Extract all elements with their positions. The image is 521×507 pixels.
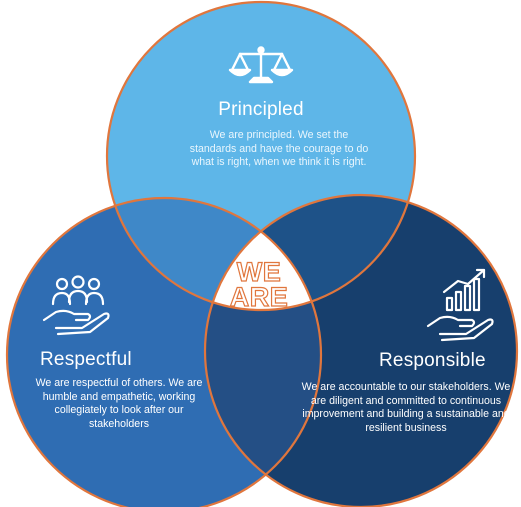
principled-outline	[105, 0, 417, 312]
principled-title: Principled	[218, 99, 304, 120]
growth-chart-in-hand-icon	[426, 268, 494, 342]
responsible-title: Responsible	[379, 350, 486, 371]
scales-icon	[228, 46, 294, 84]
principled-description: We are principled. We set the standards …	[189, 129, 369, 169]
responsible-description: We are accountable to our stakeholders. …	[301, 381, 511, 434]
responsible-outline	[203, 193, 519, 507]
respectful-title: Respectful	[40, 349, 132, 370]
people-in-hand-icon	[42, 275, 110, 336]
we-are-label: WE ARE	[229, 257, 289, 312]
center-intersection	[205, 198, 321, 310]
respectful-outline	[5, 196, 323, 507]
we-are-line2: ARE	[229, 282, 289, 312]
we-are-line1: WE	[236, 257, 282, 287]
respectful-description: We are respectful of others. We are humb…	[35, 377, 203, 430]
